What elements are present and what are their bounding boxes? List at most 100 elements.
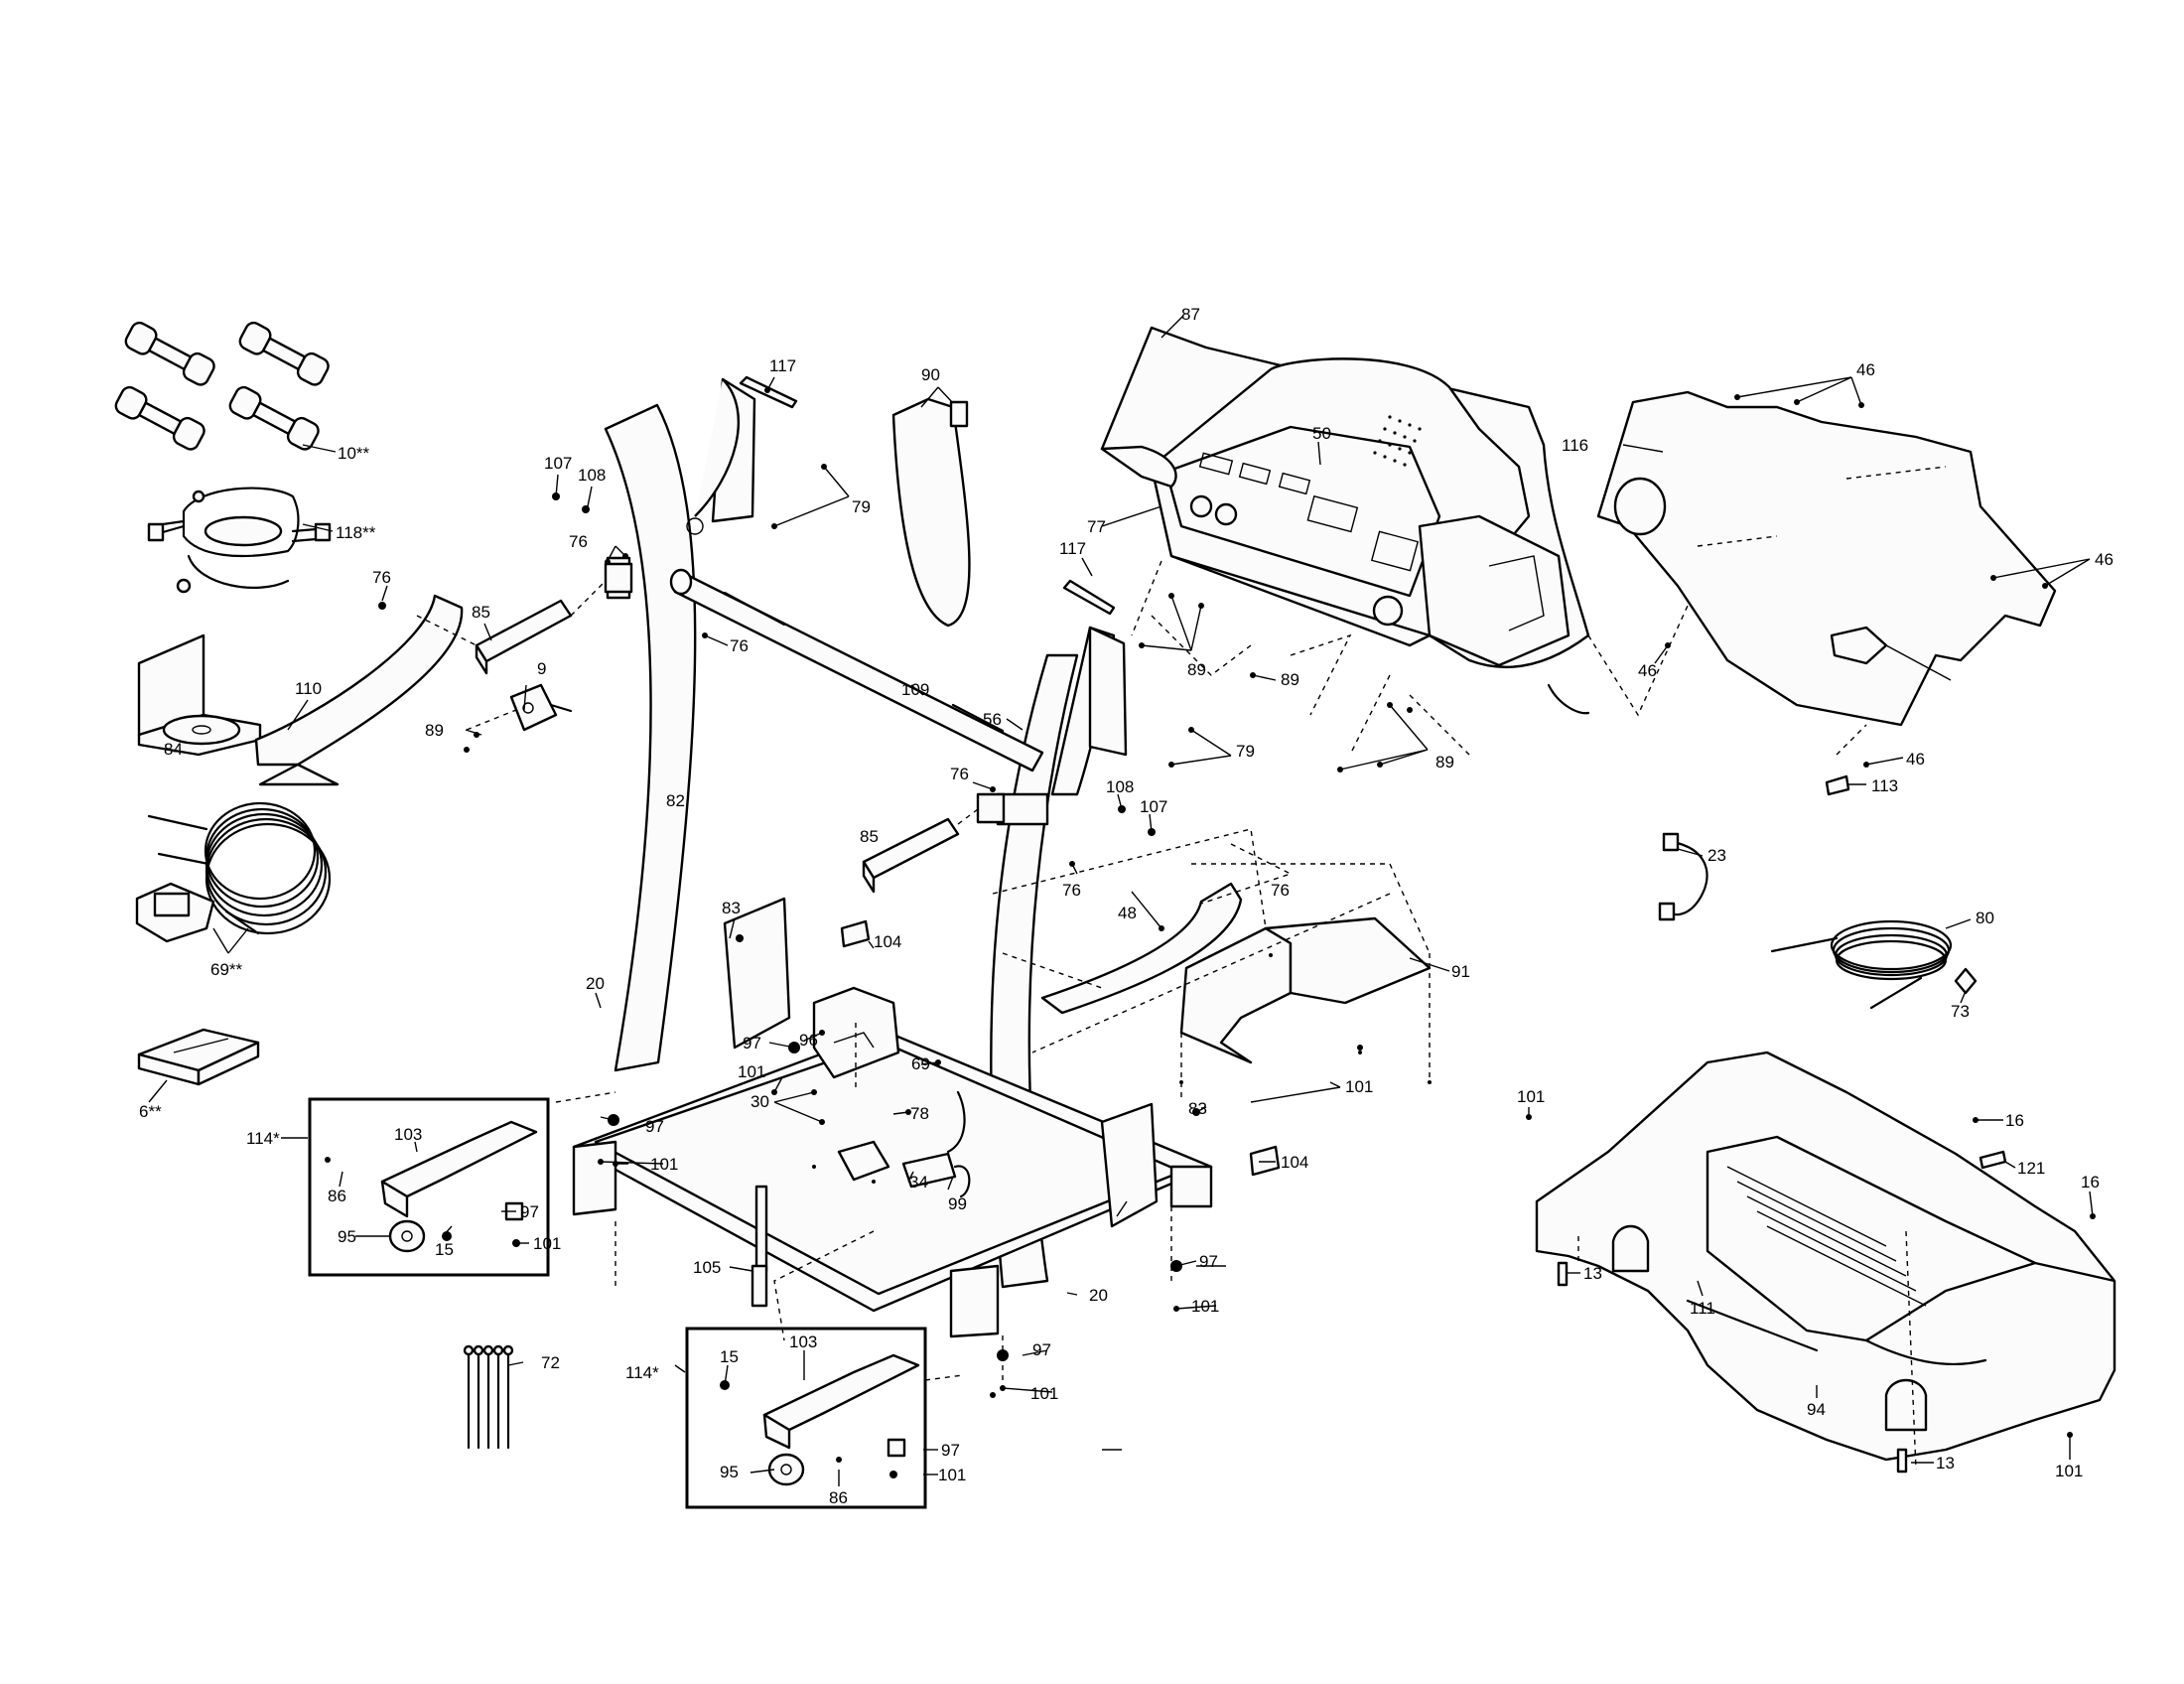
callout-48: 48 xyxy=(1118,904,1137,922)
wire-cover-part-90 xyxy=(891,397,971,628)
callout-89: 89 xyxy=(425,721,444,740)
console-back-panel-part-116 xyxy=(1596,390,2057,727)
callout-101: 101 xyxy=(1191,1297,1219,1316)
callout-101: 101 xyxy=(533,1234,561,1253)
callout-72: 72 xyxy=(541,1353,560,1372)
callout-9: 9 xyxy=(537,659,546,678)
callout-85: 85 xyxy=(472,603,490,622)
wire-harness-parts-34-99 xyxy=(901,1090,971,1198)
fasteners xyxy=(325,387,2096,1478)
callout-103: 103 xyxy=(789,1333,817,1351)
cable-ties-part-72 xyxy=(463,1344,514,1450)
callout-105: 105 xyxy=(693,1258,721,1277)
dc-plug-part-113 xyxy=(1825,774,1850,796)
callout-76: 76 xyxy=(1271,881,1290,900)
callout-76: 76 xyxy=(1062,881,1081,900)
callout-114: 114* xyxy=(246,1129,280,1148)
cable-coil-part-80 xyxy=(1770,919,1953,1010)
callout-73: 73 xyxy=(1951,1002,1970,1021)
callout-103: 103 xyxy=(394,1125,422,1144)
callout-13: 13 xyxy=(1936,1454,1955,1473)
callout-110: 110 xyxy=(295,679,322,698)
callout-108: 108 xyxy=(578,466,606,485)
callout-86: 86 xyxy=(829,1488,848,1507)
callout-97: 97 xyxy=(1032,1340,1051,1359)
callout-107: 107 xyxy=(544,454,572,473)
callout-6: 6** xyxy=(139,1102,162,1121)
callout-56: 56 xyxy=(983,710,1002,729)
small-feet-parts-104 xyxy=(840,919,1281,1177)
callout-101: 101 xyxy=(1517,1087,1545,1106)
callout-116: 116 xyxy=(1562,436,1588,455)
callout-46: 46 xyxy=(1856,360,1875,379)
callout-13: 13 xyxy=(1583,1264,1602,1283)
base-frame xyxy=(572,897,1213,1338)
callout-15: 15 xyxy=(435,1240,454,1259)
console-assembly-part-87 xyxy=(1100,326,1590,715)
handrail-left-part-82 xyxy=(604,377,756,1072)
callout-108: 108 xyxy=(1106,777,1134,796)
crossbar-part-109 xyxy=(669,568,1044,772)
callout-117: 117 xyxy=(1059,539,1086,558)
wire-part-23 xyxy=(1658,832,1708,921)
callout-85: 85 xyxy=(860,827,879,846)
lift-shock-part-105 xyxy=(751,1185,768,1308)
cd-case-part-84 xyxy=(137,633,262,757)
side-handle-part-110 xyxy=(254,594,464,786)
callout-109: 109 xyxy=(901,680,929,699)
callout-117: 117 xyxy=(769,356,796,375)
callout-76: 76 xyxy=(730,636,749,655)
callout-97: 97 xyxy=(645,1117,664,1136)
callout-46: 46 xyxy=(1638,661,1657,680)
callout-16: 16 xyxy=(2081,1173,2100,1192)
callout-97: 97 xyxy=(743,1034,761,1052)
callout-10: 10** xyxy=(338,444,370,463)
callout-80: 80 xyxy=(1976,909,1994,927)
callout-90: 90 xyxy=(921,365,940,384)
cable-coil-and-pulse-unit-part-69 xyxy=(135,801,332,943)
callout-86: 86 xyxy=(328,1187,346,1205)
callout-97: 97 xyxy=(941,1441,960,1460)
assembly-guide-lines xyxy=(416,466,1947,1471)
callout-95: 95 xyxy=(720,1463,739,1481)
callout-82: 82 xyxy=(666,791,685,810)
callout-111: 111 xyxy=(1690,1299,1715,1318)
callout-89: 89 xyxy=(1187,660,1206,679)
callout-76: 76 xyxy=(372,568,391,587)
motor-hood-part-94 xyxy=(1535,1051,2116,1462)
callout-20: 20 xyxy=(1089,1286,1108,1305)
callout-15: 15 xyxy=(720,1347,739,1366)
callout-83: 83 xyxy=(722,899,741,917)
callout-76: 76 xyxy=(569,532,588,551)
callout-34: 34 xyxy=(909,1173,928,1192)
callout-101: 101 xyxy=(938,1466,966,1484)
callout-101: 101 xyxy=(738,1062,765,1081)
wheel-assembly-box-114-left xyxy=(308,1097,550,1277)
bracket-part-30 xyxy=(837,1140,890,1182)
callout-23: 23 xyxy=(1707,846,1726,865)
callout-118: 118** xyxy=(336,523,376,542)
callout-labels: 10** 118** 76 110 84 69** 6** 107 108 76… xyxy=(139,305,2114,1507)
callout-46: 46 xyxy=(1906,750,1925,769)
decal-part-121 xyxy=(1979,1150,2007,1170)
callout-79: 79 xyxy=(1236,742,1255,761)
callout-99: 99 xyxy=(948,1194,967,1213)
callout-78: 78 xyxy=(910,1104,929,1123)
video-tape-part-6 xyxy=(137,1028,260,1086)
callout-121: 121 xyxy=(2017,1159,2045,1178)
clips-parts-13 xyxy=(1557,1261,1908,1474)
callout-104: 104 xyxy=(1281,1153,1308,1172)
callout-89: 89 xyxy=(1281,670,1299,689)
callout-46: 46 xyxy=(2095,550,2114,569)
callout-94: 94 xyxy=(1807,1400,1826,1419)
callout-89: 89 xyxy=(1435,753,1454,772)
callout-114: 114* xyxy=(625,1363,659,1382)
callout-83: 83 xyxy=(1188,1099,1207,1118)
belly-pan-part-91 xyxy=(1179,916,1432,1064)
side-handle-part-48 xyxy=(1040,882,1243,1015)
clamp-part-9 xyxy=(509,683,573,732)
callout-87: 87 xyxy=(1181,305,1200,324)
callout-50: 50 xyxy=(1312,424,1331,443)
callout-101: 101 xyxy=(650,1155,678,1174)
